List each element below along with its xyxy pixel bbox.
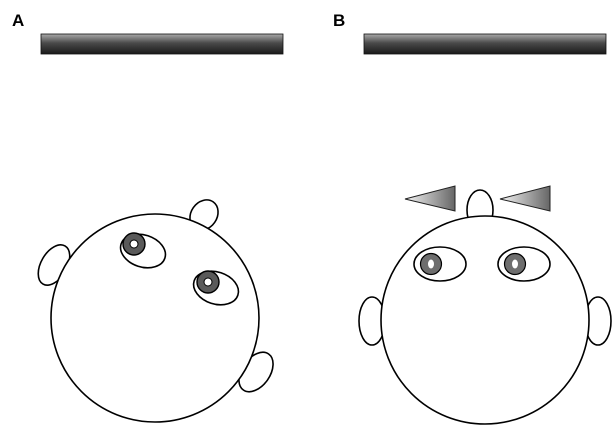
panel-b-label: B [333, 11, 345, 30]
panel-b-head [380, 215, 590, 425]
panel-b-eye-right-pupil [512, 259, 518, 269]
panel-a: A [12, 11, 284, 423]
panel-a-screen-bar [40, 33, 284, 55]
panel-b-wedge-right [499, 185, 551, 212]
panel-b-eye-right [497, 246, 551, 282]
panel-b-wedge-left [404, 185, 456, 212]
panel-a-eye-right [192, 270, 240, 306]
panel-a-eye-left [119, 232, 167, 269]
panel-a-eye-left-pupil [129, 239, 139, 249]
panel-a-head [50, 213, 260, 423]
panel-b-eye-left [413, 246, 467, 282]
panel-a-label: A [12, 11, 24, 30]
panel-b-eye-left-pupil [428, 259, 434, 269]
panel-b-screen-bar [363, 33, 607, 55]
panel-a-eye-right-pupil [203, 277, 213, 287]
panel-b: B [333, 11, 612, 425]
